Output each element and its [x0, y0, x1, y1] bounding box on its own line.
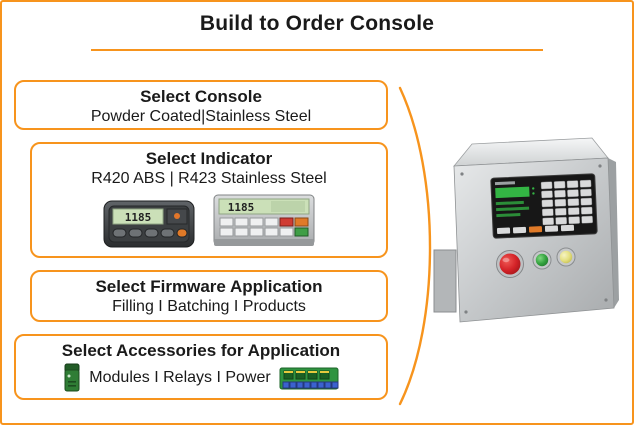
step-subtitle: Powder Coated|Stainless Steel	[90, 108, 312, 126]
r420-indicator-icon: 1185	[103, 200, 195, 248]
green-pushbutton	[532, 250, 552, 270]
step-select-accessories: Select Accessories for Application Modul…	[14, 334, 388, 400]
io-module-icon	[64, 363, 80, 392]
svg-text:1185: 1185	[125, 211, 152, 224]
r423-indicator-icon: 1185	[213, 194, 315, 247]
mounting-bracket	[433, 249, 457, 313]
console-product-photo	[433, 137, 619, 323]
step-title: Select Console	[140, 87, 262, 106]
step-subtitle: R420 ABS | R423 Stainless Steel	[91, 170, 327, 188]
r423-lcd: 1185	[218, 198, 310, 215]
panel-keypad	[540, 179, 593, 226]
indicator-panel	[490, 173, 598, 239]
accessories-row: Modules I Relays I Power	[16, 363, 386, 393]
title-underline	[91, 49, 543, 51]
estop-button	[496, 250, 524, 278]
r420-keys	[112, 228, 188, 238]
panel-display	[495, 186, 535, 218]
enclosure-side	[608, 158, 619, 308]
step-select-console: Select Console Powder Coated|Stainless S…	[14, 80, 388, 130]
step-select-firmware: Select Firmware Application Filling I Ba…	[30, 270, 388, 322]
panel-softkeys	[496, 224, 575, 235]
selection-brace-arc	[398, 86, 432, 406]
svg-text:1185: 1185	[228, 201, 255, 214]
step-subtitle: Modules I Relays I Power	[89, 369, 271, 387]
step-title: Select Firmware Application	[95, 277, 323, 296]
r423-keys	[219, 217, 309, 237]
step-subtitle: Filling I Batching I Products	[112, 298, 306, 316]
relays	[283, 370, 330, 380]
indicator-images-row: 1185	[32, 193, 386, 249]
terminal-strip	[282, 381, 339, 389]
step-title: Select Accessories for Application	[61, 341, 341, 360]
step-select-indicator: Select Indicator R420 ABS | R423 Stainle…	[30, 142, 388, 258]
yellow-pushbutton	[556, 247, 576, 267]
relay-board-icon	[279, 367, 339, 390]
page-title: Build to Order Console	[199, 12, 435, 35]
r420-lcd: 1185	[112, 208, 164, 225]
step-title: Select Indicator	[145, 149, 273, 168]
